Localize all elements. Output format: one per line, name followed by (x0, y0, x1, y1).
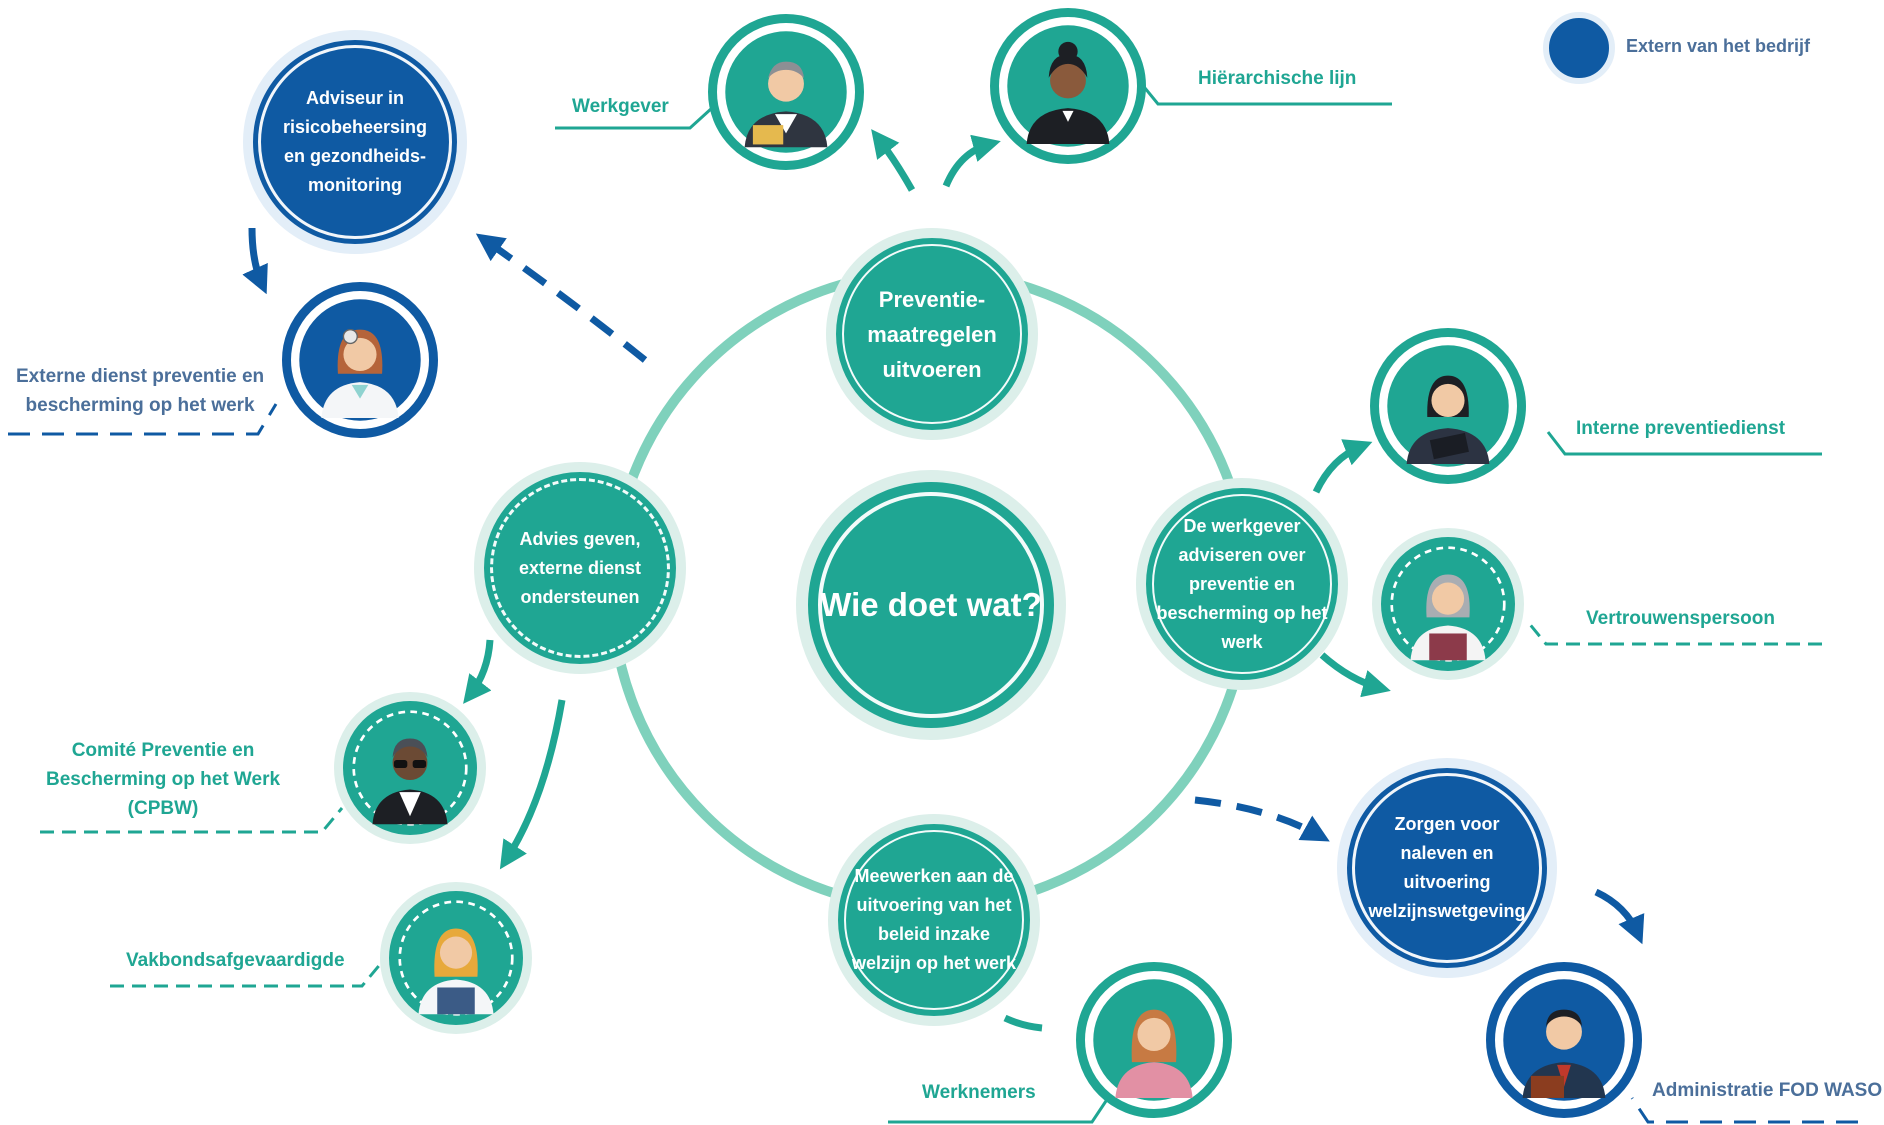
center-title: Wie doet wat? (820, 586, 1042, 623)
adviseur-line-1: Adviseur in (305, 88, 405, 108)
adviseur-line-3: en gezondheids- (283, 146, 426, 166)
role-zorgen: Zorgen voor naleven en uitvoering welzij… (1337, 758, 1557, 978)
legend-circle (1543, 12, 1615, 84)
underline-externe (8, 403, 278, 436)
underline-comite (40, 807, 344, 834)
meewerken-line-3: beleid inzake (877, 924, 991, 944)
adviseren-line-5: werk (1221, 631, 1263, 652)
underline-vertrouwens (1526, 621, 1822, 646)
arrow-to-vakbond (499, 699, 566, 870)
doctor-icon (299, 299, 421, 421)
adviseren-line-1: De werkgever (1183, 515, 1301, 536)
role-adviseur: Adviseur in risicobeheersing en gezondhe… (243, 30, 467, 254)
role-advies: Advies geven, externe dienst ondersteune… (474, 462, 686, 674)
arrow-to-werkgever (871, 129, 916, 192)
avatar-hierarchische (990, 8, 1146, 164)
elderly-woman-icon (1390, 546, 1506, 662)
comite-line-1: Comité Preventie en (71, 740, 255, 761)
center-node: Wie doet wat? (796, 470, 1066, 740)
underline-werkgever (555, 106, 714, 130)
avatar-externe (282, 282, 438, 438)
avatar-interne (1370, 328, 1526, 484)
adviseren-line-2: adviseren over (1178, 544, 1306, 565)
advies-line-3: ondersteunen (520, 586, 640, 607)
man-with-briefcase-icon (1503, 979, 1625, 1101)
label-externe: Externe dienst preventie en bescherming … (16, 362, 264, 420)
meewerken-line-2: uitvoering van het (856, 895, 1012, 915)
adviseur-line-4: monitoring (308, 175, 402, 195)
avatar-werknemers (1076, 962, 1232, 1118)
zorgen-line-3: uitvoering (1403, 872, 1491, 892)
advies-line-2: externe dienst (518, 557, 642, 578)
underline-werknemers (888, 1097, 1110, 1124)
businesswoman-icon (1007, 25, 1129, 147)
zorgen-line-2: naleven en (1400, 843, 1494, 863)
zorgen-line-4: welzijnswetgeving (1368, 901, 1526, 921)
arrow-to-externe (242, 227, 268, 295)
adviseren-line-4: bescherming op het (1156, 602, 1328, 623)
label-werknemers: Werknemers (922, 1082, 1036, 1103)
comite-line-2: Bescherming op het Werk (46, 769, 281, 790)
meewerken-line-4: welzijn op het werk (851, 953, 1017, 973)
man-with-glasses-icon (352, 710, 468, 826)
underline-vakbond (110, 961, 384, 988)
externe-line-1: Externe dienst preventie en (16, 366, 265, 387)
adviseur-line-2: risicobeheersing (282, 117, 428, 137)
arrow-to-hierarchische (942, 134, 1001, 188)
zorgen-line-1: Zorgen voor (1394, 814, 1500, 834)
label-vertrouwens: Vertrouwenspersoon (1586, 608, 1775, 629)
underline-hierarchische (1138, 81, 1392, 106)
underline-interne (1546, 431, 1822, 456)
woman-with-folder-icon (1387, 345, 1509, 467)
dashed-arrow-to-adviseur (475, 233, 648, 363)
label-comite: Comité Preventie en Bescherming op het W… (46, 736, 280, 823)
line-to-werknemers (1003, 1014, 1043, 1032)
role-preventie: Preventie- maatregelen uitvoeren (826, 228, 1038, 440)
blonde-woman-icon (398, 900, 514, 1016)
meewerken-line-1: Meewerken aan de (854, 866, 1014, 886)
underline-administratie (1630, 1097, 1858, 1124)
label-vakbond: Vakbondsafgevaardigde (126, 950, 345, 971)
label-administratie: Administratie FOD WASO (1652, 1080, 1883, 1101)
legend-label: Extern van het bedrijf (1626, 36, 1811, 56)
advies-line-1: Advies geven, (519, 528, 641, 549)
arrow-to-comite (463, 639, 494, 704)
female-employee-icon (1093, 979, 1215, 1101)
avatar-comite (334, 692, 486, 844)
label-interne: Interne preventiedienst (1576, 418, 1786, 439)
avatar-vakbond (380, 882, 532, 1034)
adviseren-line-3: preventie en (1188, 573, 1296, 594)
preventie-line-2: maatregelen (867, 321, 997, 347)
role-adviseren: De werkgever adviseren over preventie en… (1136, 478, 1348, 690)
preventie-line-1: Preventie- (878, 286, 986, 312)
avatar-administratie (1486, 962, 1642, 1118)
businessman-icon (725, 31, 847, 153)
preventie-line-3: uitvoeren (882, 356, 982, 382)
arrow-to-vertrouwens (1319, 652, 1391, 698)
dashed-arrow-to-zorgen (1194, 796, 1330, 842)
label-hierarchische: Hiërarchische lijn (1198, 68, 1357, 89)
comite-line-3: (CPBW) (127, 798, 199, 819)
role-meewerken: Meewerken aan de uitvoering van het bele… (828, 814, 1040, 1026)
arrow-to-interne (1312, 439, 1373, 494)
externe-line-2: bescherming op het werk (25, 395, 255, 416)
label-werkgever: Werkgever (572, 96, 669, 117)
avatar-vertrouwens (1372, 528, 1524, 680)
avatar-werkgever (708, 14, 864, 170)
arrow-to-administratie (1594, 888, 1645, 945)
